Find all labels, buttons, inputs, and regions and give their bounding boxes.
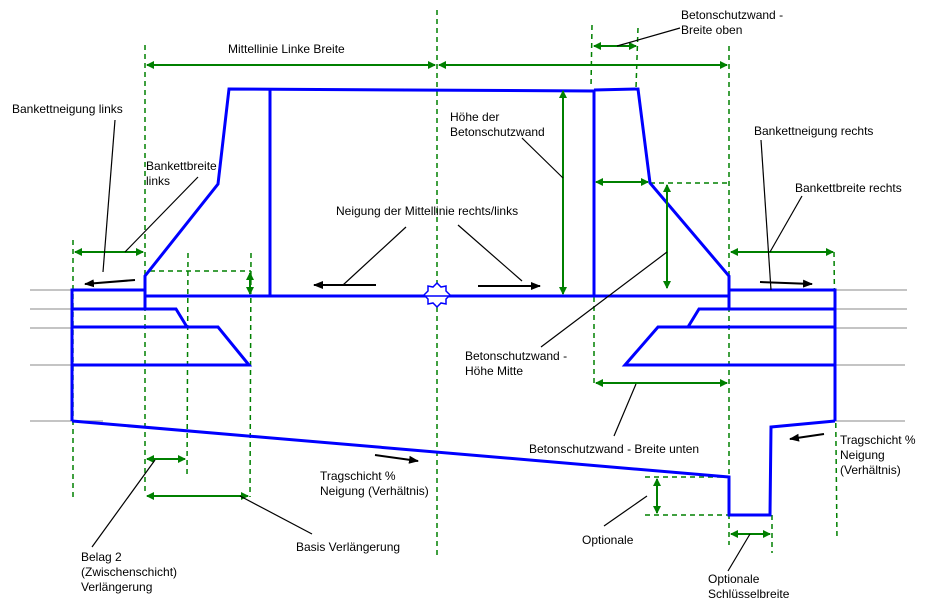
base-bottom [71,419,836,517]
label-mittellinie-linke-breite: Mittellinie Linke Breite [228,42,345,56]
leader-breite-oben [616,27,681,47]
label-basis-verlaengerung: Basis Verlängerung [296,540,401,554]
label-bankettbreite-links: Bankettbreite links [146,159,217,188]
label-betonschutzwand-hoehe-mitte: Betonschutzwand - Höhe Mitte [465,349,568,378]
leader-bankettneigung-links [102,119,116,273]
slope-arrow-tragschicht-links [374,454,419,464]
slope-arrow-tragschicht-rechts [789,433,825,442]
leader-basis-verlaengerung [239,495,313,535]
right-shoulder [729,288,837,421]
reference-lines [72,10,838,555]
leader-breite-unten [613,383,637,437]
slope-arrow-bankett-rechts [759,279,813,288]
right-layer-1 [686,307,835,328]
dimension-arrows [74,42,834,538]
right-barrier-slope [593,87,731,296]
label-belag2-verlaengerung: Belag 2 (Zwischenschicht) Verlängerung [81,550,178,594]
label-betonschutzwand-breite-oben: Betonschutzwand - Breite oben [681,8,784,37]
leader-lines [91,27,803,572]
slope-arrows [84,279,825,464]
leader-neigung-rechts [457,224,523,282]
label-bankettbreite-rechts: Bankettbreite rechts [795,181,902,195]
slope-arrow-bankett-links [84,279,136,288]
label-optionale: Optionale [582,533,634,547]
leader-hoehe-mitte [540,251,668,348]
leader-bankettneigung-rechts [760,139,772,291]
leader-bankettbreite-rechts [769,195,803,253]
leader-hoehe-betonschutzwand [521,137,564,179]
ground-lines [30,289,907,422]
leader-optionale [603,495,648,527]
left-layer-1 [72,307,189,328]
leader-schluesselbreite [727,533,751,572]
label-tragschicht-neigung-links: Tragschicht % Neigung (Verhältnis) [320,469,429,498]
label-hoehe-der-betonschutzwand: Höhe der Betonschutzwand [450,110,545,139]
label-tragschicht-neigung-rechts: Tragschicht % Neigung (Verhältnis) [840,433,916,477]
left-layer-2 [72,325,253,367]
leader-belag2 [91,459,156,548]
structure [70,87,837,517]
centerline-star-icon [422,281,452,309]
ref-line-wall-top-right [635,27,639,89]
leader-neigung-links [342,226,407,286]
label-neigung-der-mittellinie: Neigung der Mittellinie rechts/links [336,204,519,218]
label-betonschutzwand-breite-unten: Betonschutzwand - Breite unten [529,442,700,456]
left-shoulder [70,276,147,421]
label-bankettneigung-links: Bankettneigung links [12,102,123,116]
ref-line-wall-top-left [590,24,593,89]
leader-bankettbreite-links [124,176,199,253]
label-bankettneigung-rechts: Bankettneigung rechts [754,124,874,138]
label-optionale-schluesselbreite: Optionale Schlüsselbreite [708,572,790,601]
right-layer-2 [621,325,835,367]
